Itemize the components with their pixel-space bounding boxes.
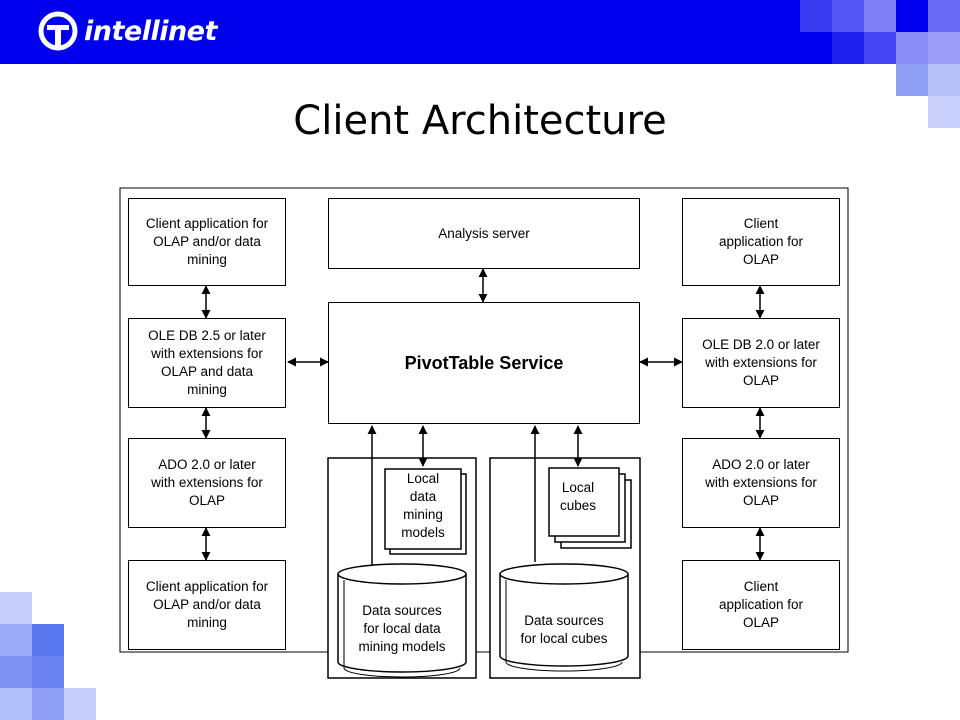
right-client-bottom-box: Client application for OLAP <box>682 560 840 650</box>
right-client-top-box: Client application for OLAP <box>682 198 840 286</box>
cube-sources-cylinder <box>499 563 629 672</box>
left-ado-box: ADO 2.0 or later with extensions for OLA… <box>128 438 286 528</box>
pivottable-service-box: PivotTable Service <box>328 302 640 424</box>
slide-title: Client Architecture <box>293 98 667 144</box>
left-client-bottom-box: Client application for OLAP and/or data … <box>128 560 286 650</box>
local-cubes-label: Local cubes <box>559 480 597 513</box>
cube-sources-label: Data sources for local cubes <box>520 613 608 646</box>
right-ado-box: ADO 2.0 or later with extensions for OLA… <box>682 438 840 528</box>
analysis-server-box: Analysis server <box>328 198 640 269</box>
left-client-top-box: Client application for OLAP and/or data … <box>128 198 286 286</box>
logo: intellinet <box>38 10 217 52</box>
local-mining-models-label: Local data mining models <box>401 471 445 540</box>
left-oledb-box: OLE DB 2.5 or later with extensions for … <box>128 318 286 408</box>
intellinet-logo-icon <box>38 11 78 51</box>
right-oledb-box: OLE DB 2.0 or later with extensions for … <box>682 318 840 408</box>
mining-sources-label: Data sources for local data mining model… <box>358 603 446 654</box>
logo-text: intellinet <box>84 15 217 47</box>
mining-sources-cylinder <box>337 563 467 678</box>
